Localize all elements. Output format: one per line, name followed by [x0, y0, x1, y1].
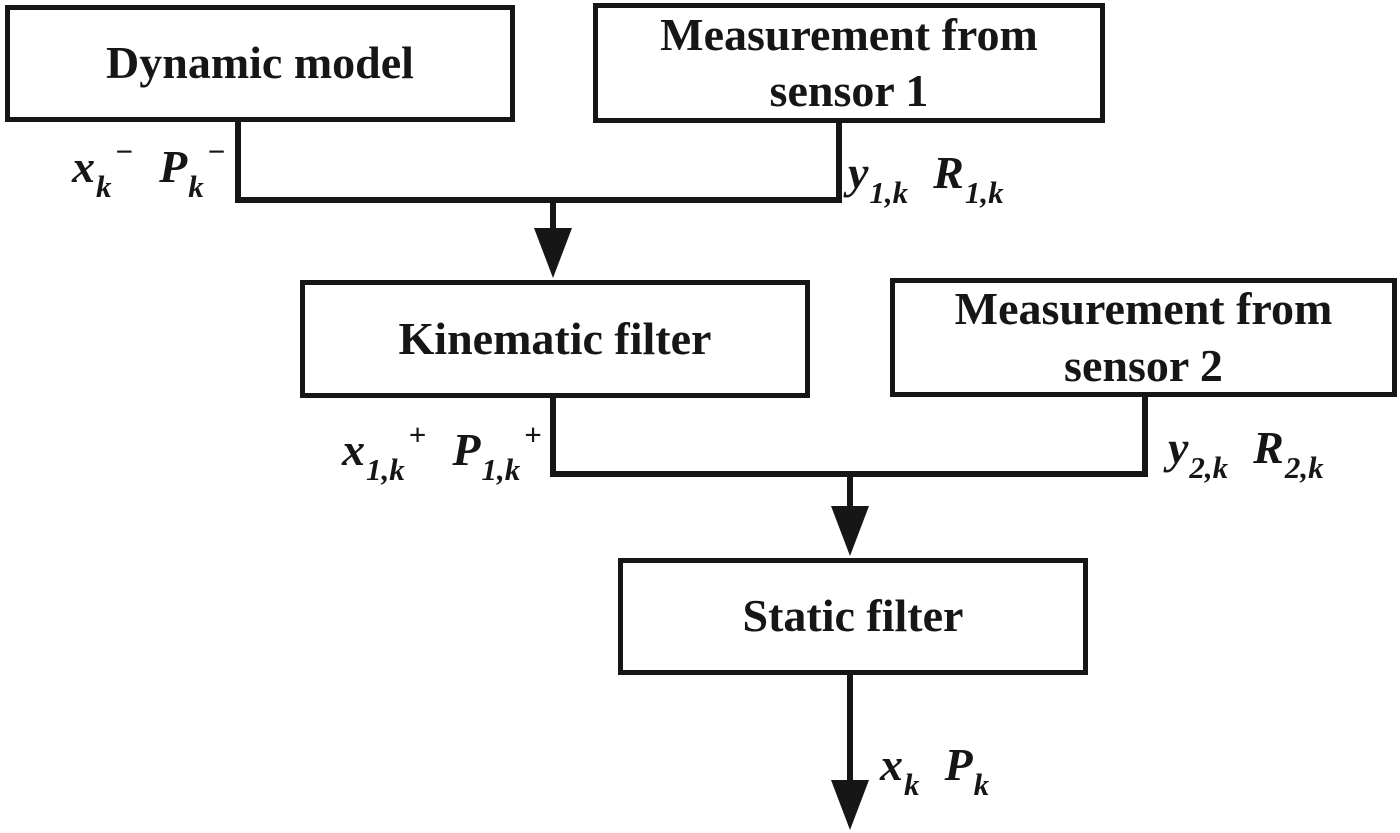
connector-into-kinematic-stem: [550, 203, 556, 235]
arrowhead-into-static-filter: [831, 506, 869, 556]
connector-merge-bar-2: [550, 471, 1148, 477]
math-term: Pk−: [159, 134, 226, 204]
arrowhead-static-output: [831, 780, 869, 830]
arrowhead-into-kinematic-filter: [534, 228, 572, 278]
static-filter-box: Static filter: [618, 558, 1088, 675]
label-final-state-covariance: xk Pk: [880, 739, 990, 802]
measurement-sensor2-label-line1: Measurement from: [954, 283, 1333, 335]
label-kinematic-posterior: x1,k+ P1,k+: [342, 417, 542, 487]
measurement-sensor2-label-line2: sensor 2: [1064, 339, 1223, 391]
label-sensor1-measurement-noise: y1,k R1,k: [848, 147, 1004, 210]
math-term: R2,k: [1253, 422, 1324, 485]
dynamic-model-box: Dynamic model: [5, 5, 515, 122]
connector-into-static-stem: [847, 477, 853, 509]
measurement-sensor1-label-line2: sensor 1: [769, 65, 929, 116]
math-term: x1,k+: [342, 417, 427, 487]
math-term: y2,k: [1168, 422, 1229, 485]
math-term: R1,k: [933, 147, 1004, 210]
math-term: Pk: [944, 739, 990, 802]
label-sensor2-measurement-noise: y2,k R2,k: [1168, 422, 1324, 485]
connector-dynamic-model-down: [235, 120, 241, 203]
connector-sensor2-down: [1142, 395, 1148, 477]
connector-kinematic-down: [550, 396, 556, 477]
math-term: y1,k: [848, 147, 909, 210]
measurement-sensor1-label-line1: Measurement from: [660, 8, 1038, 60]
label-prior-state-covariance: xk− Pk−: [72, 134, 226, 204]
math-term: xk−: [72, 134, 134, 204]
dynamic-model-label: Dynamic model: [106, 37, 414, 89]
measurement-sensor1-box: Measurement from sensor 1: [593, 3, 1105, 123]
connector-sensor1-down: [836, 121, 842, 203]
math-term: P1,k+: [452, 417, 542, 487]
kinematic-filter-box: Kinematic filter: [300, 280, 810, 398]
static-filter-label: Static filter: [742, 590, 964, 642]
kinematic-filter-label: Kinematic filter: [398, 312, 712, 364]
connector-static-output-stem: [847, 673, 853, 783]
measurement-sensor2-box: Measurement from sensor 2: [890, 278, 1397, 397]
connector-merge-bar-1: [235, 197, 842, 203]
math-term: xk: [880, 739, 920, 802]
